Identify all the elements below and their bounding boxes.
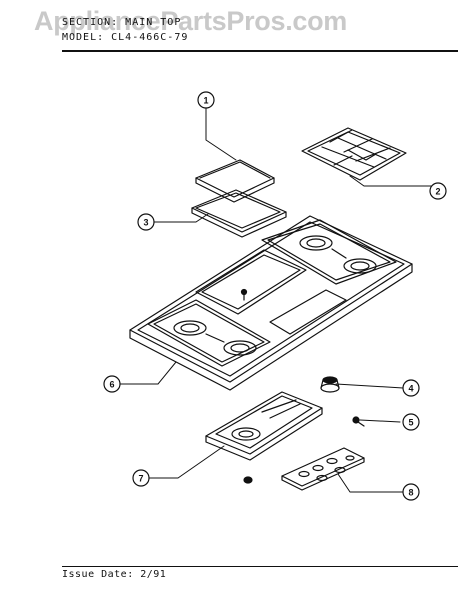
watermark: AppliancePartsPros.com <box>34 6 348 36</box>
mounting-screw <box>352 416 365 427</box>
callout-4: 4 <box>402 379 420 397</box>
burner-plate <box>281 447 365 491</box>
callout-5: 5 <box>402 413 420 431</box>
callout-3: 3 <box>137 213 155 231</box>
leader-lines <box>119 107 436 493</box>
callout-5-label: 5 <box>408 418 413 428</box>
callout-6: 6 <box>103 375 121 393</box>
callout-2: 2 <box>429 182 447 200</box>
header-rule <box>62 50 458 52</box>
callout-3-label: 3 <box>143 218 148 228</box>
callout-8: 8 <box>402 483 420 501</box>
issue-date: Issue Date: 2/91 <box>62 569 167 580</box>
burner-grate <box>301 127 407 181</box>
main-cooktop <box>129 215 413 391</box>
callout-1: 1 <box>197 91 215 109</box>
griddle-cover <box>195 159 275 203</box>
callout-4-label: 4 <box>408 384 413 394</box>
callout-7: 7 <box>132 469 150 487</box>
callout-6-label: 6 <box>109 380 114 390</box>
model-label: MODEL: CL4-466C-79 <box>62 32 189 43</box>
callout-2-label: 2 <box>435 187 440 197</box>
grommet <box>243 476 253 484</box>
section-label: SECTION: MAIN TOP <box>62 17 182 28</box>
callout-8-label: 8 <box>408 488 413 498</box>
burner-pan <box>205 391 323 461</box>
callout-1-label: 1 <box>203 96 208 106</box>
griddle-trim-ring <box>191 189 287 238</box>
footer-rule <box>62 566 458 567</box>
callout-7-label: 7 <box>138 474 143 484</box>
